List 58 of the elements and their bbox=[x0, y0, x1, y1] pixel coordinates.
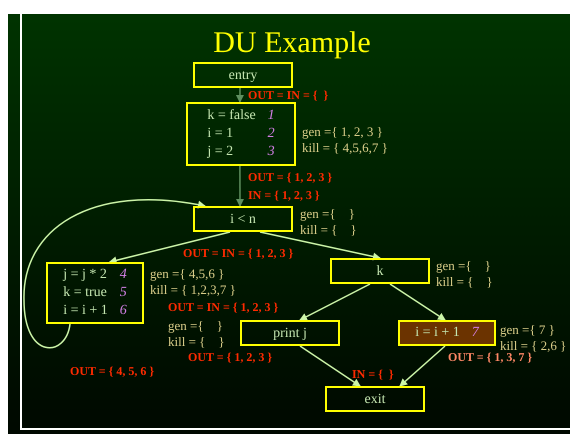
dataflow-set-label: OUT = IN = { 1, 2, 3 } bbox=[183, 246, 294, 260]
block-box bbox=[398, 320, 496, 346]
block-box bbox=[330, 258, 430, 284]
statement: j = 2 bbox=[207, 143, 234, 161]
set-annotation: kill = { 4,5,6,7 } bbox=[302, 140, 388, 155]
statement: j = j * 2 bbox=[63, 266, 108, 284]
dataflow-set-label: OUT = IN = { } bbox=[248, 88, 328, 102]
arrow bbox=[300, 345, 361, 387]
set-annotation: kill = { 1,2,3,7 } bbox=[150, 282, 236, 297]
block-box bbox=[186, 102, 296, 166]
statement: k = false bbox=[207, 107, 256, 125]
dataflow-set-label: IN = { 1, 2, 3 } bbox=[248, 188, 320, 202]
arrow bbox=[236, 88, 244, 103]
statement-number: 3 bbox=[268, 143, 275, 161]
set-annotation: gen ={ 7 } bbox=[500, 322, 555, 337]
set-annotation: gen ={ } bbox=[168, 318, 223, 333]
statement-number: 1 bbox=[268, 107, 275, 125]
statement-number: 2 bbox=[268, 125, 275, 143]
dataflow-set-label: OUT = { 1, 2, 3 } bbox=[248, 170, 332, 184]
arrow bbox=[390, 283, 446, 321]
set-annotation: gen ={ 1, 2, 3 } bbox=[302, 124, 383, 139]
dataflow-set-label: OUT = { 4, 5, 6 } bbox=[70, 364, 154, 378]
dataflow-set-label: OUT = { 1, 2, 3 } bbox=[188, 350, 272, 364]
arrow bbox=[23, 199, 206, 348]
block-box bbox=[193, 62, 293, 88]
statement: i = 1 bbox=[207, 125, 234, 143]
block-box bbox=[193, 206, 293, 232]
dataflow-set-label: IN = { } bbox=[352, 367, 394, 381]
arrow bbox=[299, 283, 370, 321]
set-annotation: gen ={ } bbox=[300, 206, 355, 221]
statement: k = true bbox=[63, 284, 108, 302]
arrow bbox=[260, 231, 381, 260]
block-label: exit bbox=[364, 390, 386, 408]
set-annotation: kill = { } bbox=[168, 334, 225, 349]
set-annotation: kill = { 2,6 } bbox=[500, 338, 566, 353]
statement-number: 4 bbox=[120, 266, 127, 284]
block-label: print j bbox=[273, 324, 307, 342]
block-box bbox=[46, 262, 144, 324]
dataflow-set-label: OUT = { 1, 3, 7 } bbox=[448, 350, 532, 364]
arrow bbox=[236, 166, 244, 207]
arrow bbox=[108, 231, 230, 264]
arrow bbox=[399, 345, 446, 387]
title: DU Example bbox=[212, 26, 372, 60]
statement-number: 5 bbox=[120, 284, 127, 302]
set-annotation: gen ={ 4,5,6 } bbox=[150, 266, 224, 281]
block-box bbox=[240, 320, 340, 346]
statement-number: 6 bbox=[120, 302, 127, 320]
set-annotation: gen ={ } bbox=[436, 258, 491, 273]
statement: i = i + 1 bbox=[415, 324, 460, 342]
block-box bbox=[325, 386, 425, 412]
statement: i = i + 1 bbox=[63, 302, 108, 320]
statement-number: 7 bbox=[472, 324, 479, 342]
block-label: i < n bbox=[230, 210, 256, 228]
block-label: entry bbox=[228, 66, 258, 84]
set-annotation: kill = { } bbox=[436, 274, 493, 289]
dataflow-set-label: OUT = IN = { 1, 2, 3 } bbox=[168, 300, 278, 314]
block-label: k bbox=[376, 262, 384, 280]
set-annotation: kill = { } bbox=[300, 222, 357, 237]
